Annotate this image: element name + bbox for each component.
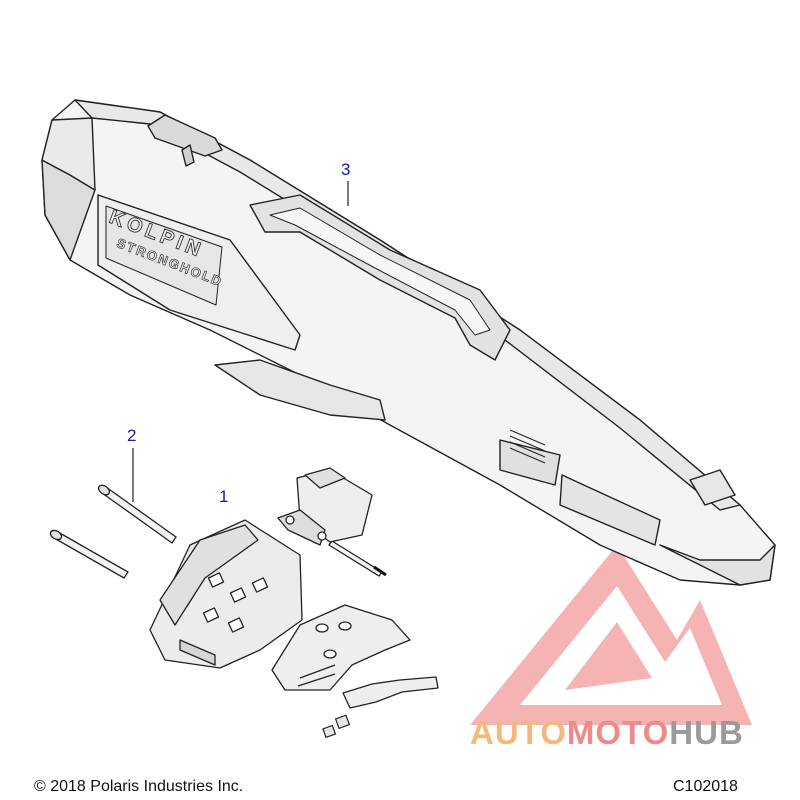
fasteners	[322, 714, 351, 739]
watermark-auto: AUTO	[470, 714, 567, 751]
watermark-wordmark: AUTOMOTOHUB	[470, 716, 744, 749]
callout-item-2: 2	[127, 426, 137, 445]
watermark-hub: HUB	[669, 714, 744, 751]
latch-mechanism	[277, 467, 373, 546]
gun-case	[41, 99, 776, 586]
mount-base	[149, 519, 303, 669]
mounting-bolt-lower	[49, 529, 129, 579]
mounting-bolt-upper	[97, 484, 177, 544]
pin	[328, 540, 387, 577]
callout-item-3: 3	[341, 160, 351, 179]
diagram-code: C102018	[673, 778, 738, 795]
callout-item-1: 1	[219, 487, 229, 506]
mount-plate	[271, 604, 411, 691]
watermark-moto: MOTO	[566, 714, 670, 751]
small-bracket	[342, 676, 439, 709]
watermark-logo	[470, 545, 752, 725]
copyright-text: © 2018 Polaris Industries Inc.	[34, 778, 244, 795]
